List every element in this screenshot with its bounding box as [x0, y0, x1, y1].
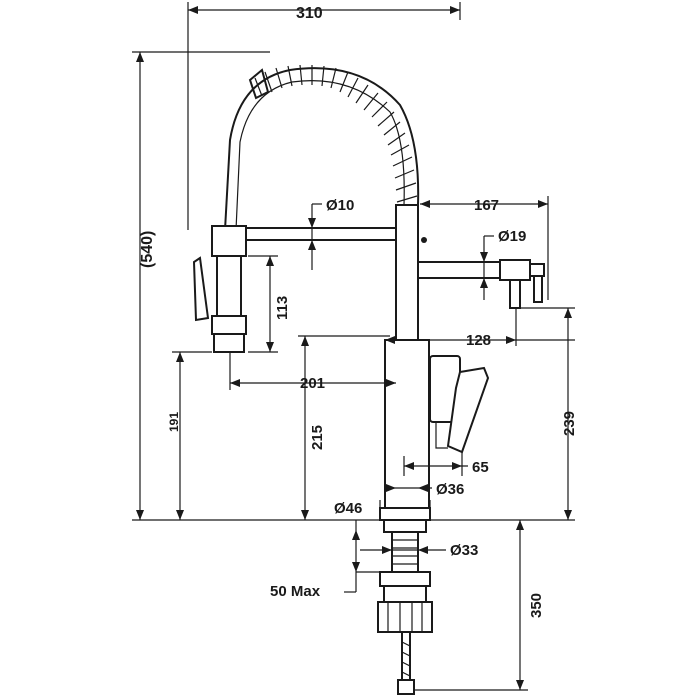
- body-pin: [421, 237, 427, 243]
- hose-threads: [401, 641, 411, 677]
- shank: [391, 531, 419, 573]
- holder-pin-right: [533, 275, 543, 303]
- dimension-lines: [132, 2, 575, 691]
- nut-ribs: [387, 602, 423, 632]
- dim-base-dia: Ø46: [334, 500, 362, 517]
- spray-trigger: [192, 256, 210, 322]
- nut-bottom: [377, 601, 433, 633]
- base-ring: [379, 507, 431, 521]
- holder-arm: [417, 261, 507, 279]
- dim-spray-height: 191: [167, 412, 181, 432]
- dim-reach-right: 167: [474, 197, 499, 214]
- faucet-body: [192, 64, 545, 695]
- hose-arc-inner: [235, 80, 405, 231]
- shank-plate: [383, 519, 427, 533]
- coil-clip: [248, 68, 270, 100]
- nut-top: [379, 571, 431, 587]
- dim-spray-length: 113: [274, 296, 291, 320]
- dim-holder-height: 239: [561, 411, 578, 436]
- dim-width: 310: [296, 5, 323, 22]
- spray-head-top: [211, 225, 247, 257]
- dim-lever: 65: [472, 459, 489, 476]
- lever-bracket: [435, 422, 448, 449]
- nut-mid: [383, 585, 427, 603]
- dim-holder-dia: Ø19: [498, 228, 526, 245]
- lower-body: [384, 339, 430, 511]
- upper-body: [395, 204, 419, 346]
- dim-body-dia: Ø36: [436, 481, 464, 498]
- spray-head-nozzle: [211, 315, 247, 335]
- spray-head-body: [216, 255, 242, 317]
- hose-fitting: [397, 679, 415, 695]
- dim-spray-dia: Ø10: [326, 197, 354, 214]
- shank-threads: [392, 539, 418, 565]
- holder-pin-left: [509, 279, 521, 309]
- dim-hose-length: 350: [528, 593, 545, 618]
- dim-reach-left: 201: [300, 375, 325, 392]
- dim-spout-height: 215: [309, 425, 326, 450]
- holder-cap: [529, 263, 545, 277]
- holder-block: [499, 259, 531, 281]
- spray-head-tip: [213, 333, 245, 353]
- spring-coil: [254, 64, 418, 203]
- dim-deck-max: 50 Max: [270, 583, 321, 600]
- dim-total-height: (540): [139, 231, 156, 268]
- dimension-labels: 310 (540) Ø10 167 Ø19 113 128 201 215 19…: [139, 5, 578, 618]
- dim-holder-reach: 128: [466, 332, 491, 349]
- dim-shank-dia: Ø33: [450, 542, 478, 559]
